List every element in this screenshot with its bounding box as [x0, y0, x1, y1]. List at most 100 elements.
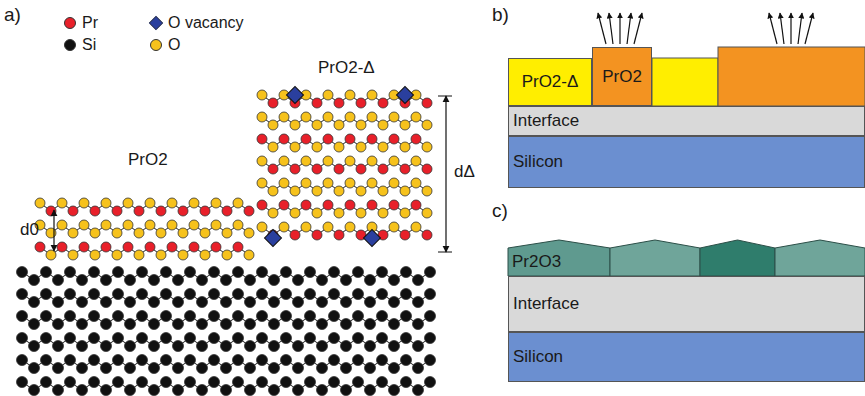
atom	[29, 363, 40, 374]
emission-arrows	[598, 13, 813, 44]
atom	[293, 297, 304, 308]
atom	[161, 267, 172, 278]
atom	[149, 341, 160, 352]
emission-arrow	[798, 13, 802, 44]
atom	[268, 142, 278, 152]
atom	[125, 341, 136, 352]
atom	[101, 297, 112, 308]
layer-box: Interface	[508, 106, 865, 136]
panel-letter: b)	[492, 4, 509, 26]
atom	[257, 377, 268, 388]
atom	[268, 120, 278, 130]
atom	[312, 164, 322, 174]
atom	[257, 134, 267, 144]
atom	[293, 363, 304, 374]
atom	[101, 198, 111, 208]
atom	[41, 311, 52, 322]
atom	[233, 355, 244, 366]
atom	[312, 186, 322, 196]
atom	[257, 355, 268, 366]
atom	[422, 208, 432, 218]
atom	[57, 198, 67, 208]
atom	[400, 142, 410, 152]
atom	[77, 297, 88, 308]
atom	[17, 377, 28, 388]
atom	[244, 250, 254, 260]
atom	[90, 250, 100, 260]
atom	[356, 120, 366, 130]
atom	[77, 319, 88, 330]
atom	[167, 198, 177, 208]
atom	[401, 377, 412, 388]
atom	[189, 242, 199, 252]
atom	[367, 112, 377, 122]
oxide-grain	[700, 240, 775, 276]
atom	[137, 333, 148, 344]
atom	[156, 206, 166, 216]
atom	[145, 220, 155, 230]
atom	[101, 341, 112, 352]
atom	[312, 98, 322, 108]
atom	[156, 250, 166, 260]
legend-text: O	[168, 36, 180, 54]
atom	[209, 289, 220, 300]
atom	[290, 230, 300, 240]
atom	[173, 363, 184, 374]
atom	[268, 186, 278, 196]
atom	[257, 222, 267, 232]
atom	[269, 385, 280, 396]
atom	[353, 311, 364, 322]
atom	[112, 206, 122, 216]
atom	[301, 112, 311, 122]
atom	[401, 355, 412, 366]
atom	[290, 120, 300, 130]
atom	[293, 275, 304, 286]
atom	[173, 319, 184, 330]
dimension-label: d0	[20, 220, 39, 240]
atom	[323, 200, 333, 210]
atom	[334, 230, 344, 240]
atom	[145, 242, 155, 252]
atom	[89, 333, 100, 344]
atom	[312, 230, 322, 240]
atom	[389, 134, 399, 144]
atom	[46, 250, 56, 260]
atom	[422, 142, 432, 152]
atom	[101, 275, 112, 286]
atom	[323, 112, 333, 122]
atom	[89, 377, 100, 388]
atom	[113, 333, 124, 344]
atom	[233, 220, 243, 230]
atom	[178, 206, 188, 216]
emission-arrow	[769, 13, 777, 44]
atom	[425, 311, 436, 322]
atom	[35, 242, 45, 252]
atom	[378, 164, 388, 174]
atom	[367, 134, 377, 144]
atom	[345, 178, 355, 188]
atom	[377, 267, 388, 278]
d0-dimension	[53, 210, 54, 251]
atom	[173, 341, 184, 352]
atom	[123, 220, 133, 230]
atom	[257, 200, 267, 210]
atom	[323, 156, 333, 166]
atom	[422, 98, 432, 108]
atom	[77, 363, 88, 374]
atom	[17, 267, 28, 278]
atom	[233, 311, 244, 322]
atom	[334, 142, 344, 152]
atom	[125, 297, 136, 308]
oxygen-vacancy	[287, 87, 304, 104]
atom	[400, 230, 410, 240]
atom	[279, 134, 289, 144]
panel-letter: c)	[492, 200, 508, 222]
atom	[185, 377, 196, 388]
atom	[367, 90, 377, 100]
atom	[53, 297, 64, 308]
legend-entry: O vacancy	[150, 14, 244, 32]
atom	[53, 363, 64, 374]
atom	[113, 267, 124, 278]
atom	[77, 385, 88, 396]
